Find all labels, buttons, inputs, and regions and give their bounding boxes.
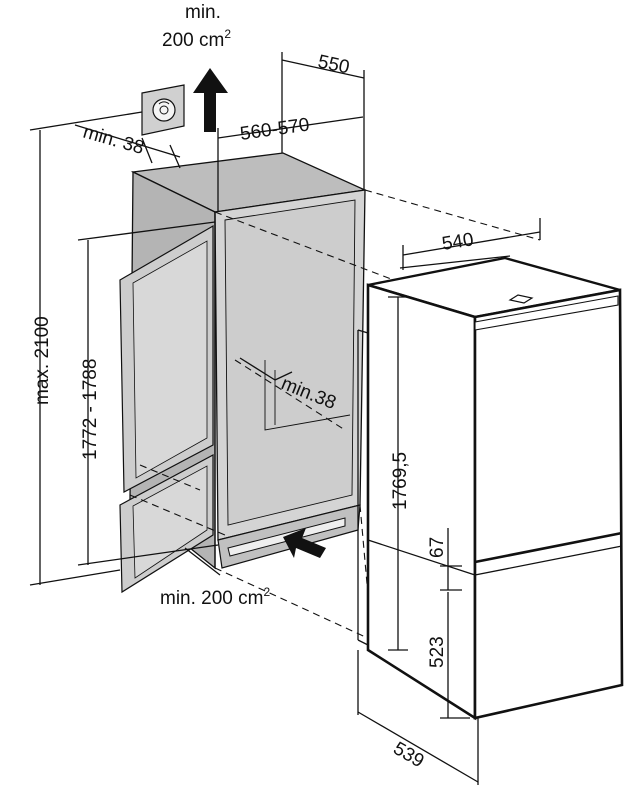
vent-grille-icon bbox=[141, 84, 185, 136]
dim-appliance-height bbox=[388, 296, 408, 651]
cabinet-inner-panel bbox=[224, 199, 356, 526]
dim-appliance-width bbox=[402, 218, 541, 270]
label-freezer-height: 523 bbox=[427, 636, 448, 668]
vent-bottom-leader bbox=[184, 547, 221, 576]
label-top-gap: min. 38 bbox=[81, 122, 147, 159]
dim-freezer-height bbox=[440, 592, 470, 719]
appliance-front bbox=[473, 288, 624, 720]
label-niche-depth: 550 bbox=[316, 51, 351, 78]
cabinet-door-lower bbox=[119, 453, 214, 594]
appliance-hinge bbox=[508, 294, 534, 304]
appliance-front-rail bbox=[474, 295, 619, 331]
dim-niche-height bbox=[77, 221, 219, 566]
dim-niche-width bbox=[217, 116, 364, 212]
appliance-door-split bbox=[474, 531, 623, 564]
label-appliance-width: 540 bbox=[440, 229, 475, 255]
dim-door-gap bbox=[440, 528, 462, 591]
label-appliance-depth: 539 bbox=[390, 738, 428, 772]
arrow-left-icon bbox=[283, 528, 326, 558]
dim-appliance-depth bbox=[357, 650, 479, 785]
cabinet-door-upper bbox=[119, 224, 214, 493]
label-appliance-height: 1769,5 bbox=[390, 452, 411, 510]
label-max-height: max. 2100 bbox=[32, 316, 53, 405]
label-vent-top-line2: 200 cm2 bbox=[162, 27, 231, 51]
appliance bbox=[357, 255, 624, 721]
appliance-side bbox=[366, 283, 477, 721]
label-vent-top-line1: min. bbox=[185, 2, 221, 23]
dim-top-gap bbox=[74, 124, 181, 169]
label-niche-width: 560-570 bbox=[239, 114, 311, 145]
label-door-gap: 67 bbox=[427, 537, 448, 558]
arrow-up-icon bbox=[193, 68, 228, 132]
dim-max-height bbox=[29, 111, 143, 586]
label-vent-bottom: min. 200 cm2 bbox=[160, 585, 270, 609]
dim-back-gap bbox=[239, 357, 293, 381]
dim-niche-depth bbox=[281, 52, 365, 190]
label-niche-height: 1772 - 1788 bbox=[80, 359, 101, 460]
